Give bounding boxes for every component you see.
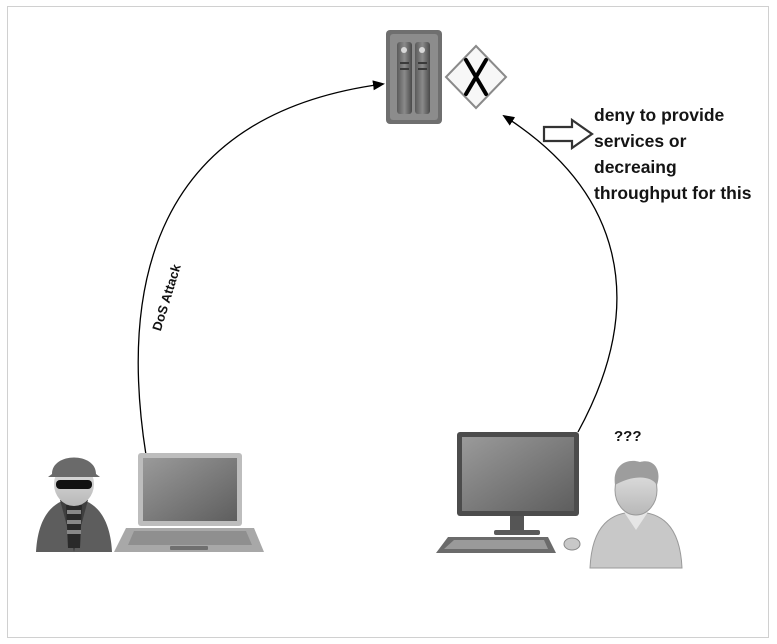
question-marks: ??? [614, 428, 642, 445]
server-icon [386, 30, 442, 124]
service-arrow [502, 114, 618, 433]
service-denial-note: deny to provide services or decreaing th… [594, 105, 752, 203]
laptop-icon [114, 453, 264, 552]
diagram-frame [7, 6, 769, 638]
attack-arrow [137, 80, 385, 456]
user-icon [589, 460, 683, 569]
x-diamond-icon [444, 44, 508, 110]
hacker-icon [36, 457, 112, 552]
desktop-computer-icon [436, 432, 581, 553]
hollow-arrow-icon [542, 117, 594, 151]
